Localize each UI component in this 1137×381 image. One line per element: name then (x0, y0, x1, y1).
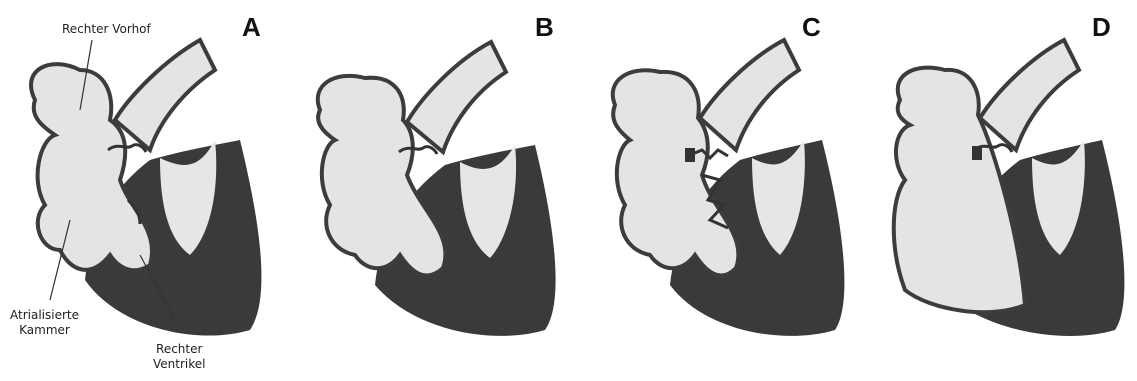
label-atrialized-line2: Kammer (10, 323, 79, 338)
label-atrialized-chamber: Atrialisierte Kammer (10, 308, 79, 338)
panel-letter-d: D (1092, 14, 1111, 40)
label-right-atrium: Rechter Vorhof (62, 22, 151, 37)
panel-c: C (590, 0, 865, 340)
heart-illustration-c (590, 0, 865, 340)
label-right-ventricle-line1: Rechter (153, 342, 205, 357)
panel-letter-c: C (802, 14, 821, 40)
panel-letter-a: A (242, 14, 261, 40)
heart-illustration-d (870, 0, 1137, 340)
panel-letter-b: B (535, 14, 554, 40)
panel-a: A (0, 0, 290, 340)
heart-illustration-b (295, 0, 585, 340)
label-right-ventricle: Rechter Ventrikel (153, 342, 205, 372)
label-atrialized-line1: Atrialisierte (10, 308, 79, 323)
heart-illustration-a (0, 0, 290, 340)
label-right-ventricle-line2: Ventrikel (153, 357, 205, 372)
panel-b: B (295, 0, 585, 340)
panel-d: D (870, 0, 1137, 340)
